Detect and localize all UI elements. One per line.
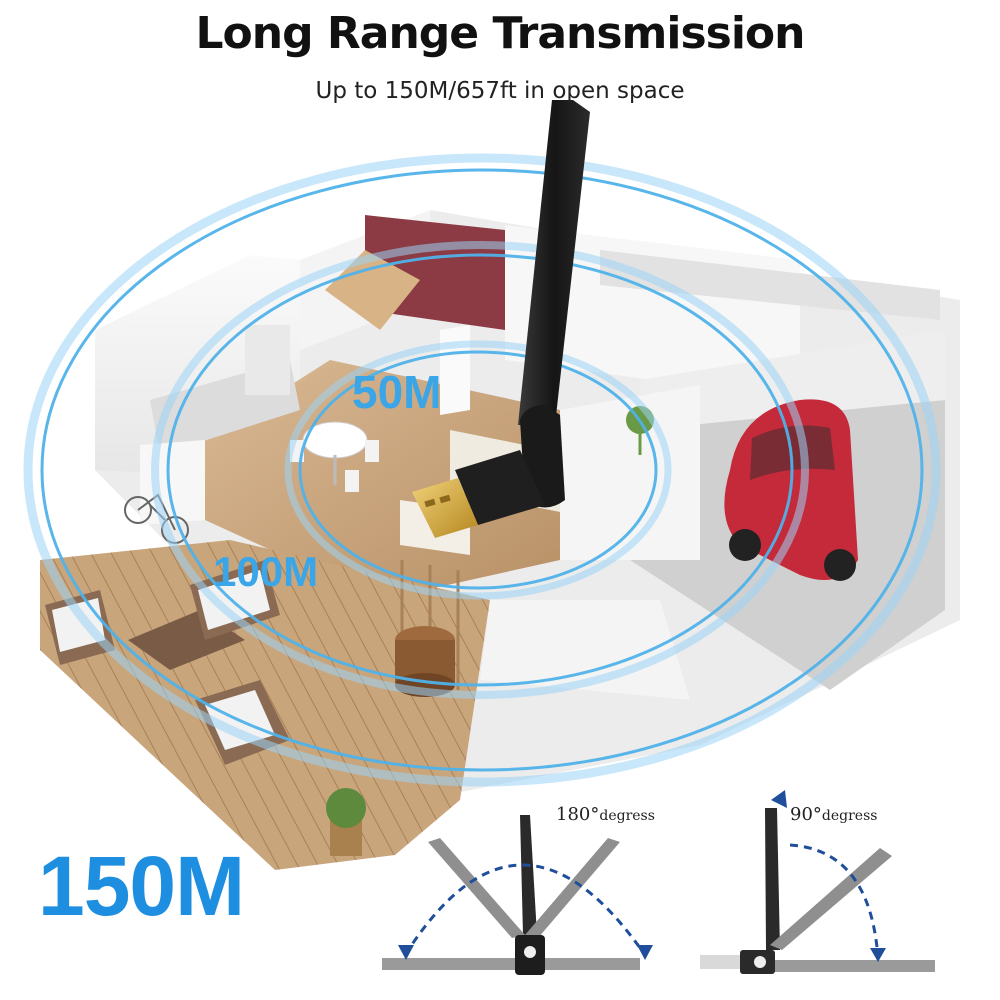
usb-adapter: [412, 100, 590, 538]
range-label-100m: 100M: [213, 548, 319, 595]
signal-rings: [23, 153, 941, 787]
rotation-180-value: 180°: [556, 804, 600, 825]
page-subtitle: Up to 150M/657ft in open space: [315, 78, 685, 104]
rotation-diagram-90: [700, 790, 935, 974]
rotation-90-label: 90°degress: [790, 804, 877, 825]
rotation-180-unit: degress: [599, 808, 655, 824]
rotation-90-value: 90°: [790, 804, 822, 825]
range-label-50m: 50M: [352, 366, 442, 418]
range-label-150m: 150M: [38, 839, 245, 933]
rotation-90-unit: degress: [821, 808, 878, 824]
rotation-diagram-180: [382, 815, 653, 975]
rotation-180-label: 180°degress: [556, 804, 655, 825]
page-title: Long Range Transmission: [195, 8, 806, 59]
